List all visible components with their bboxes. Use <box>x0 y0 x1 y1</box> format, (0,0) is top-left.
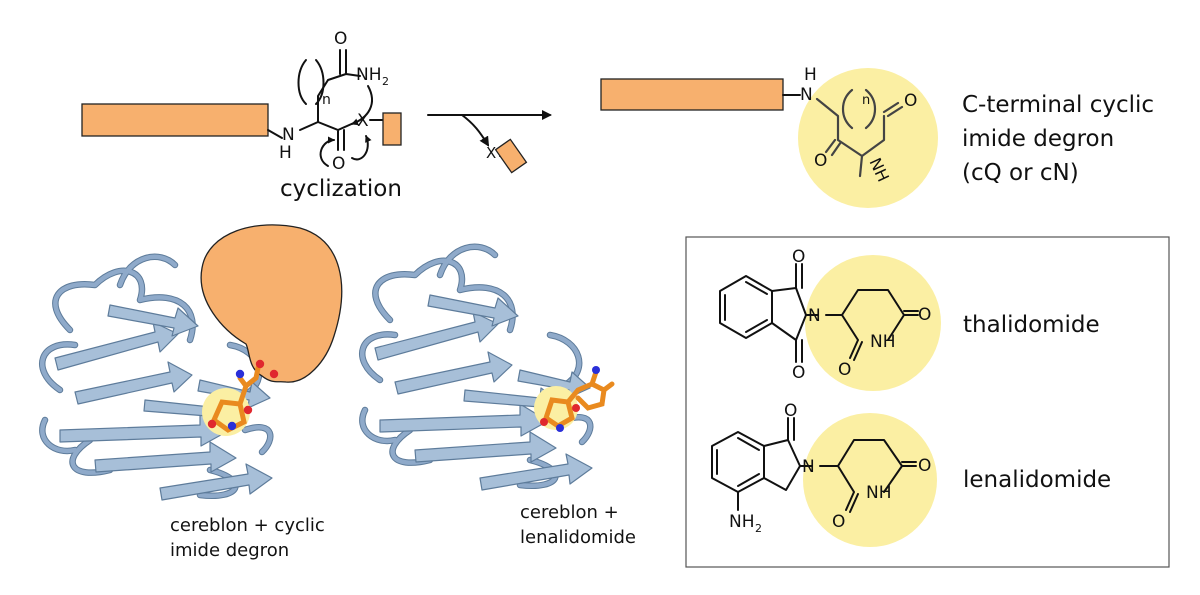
product-n-subscript: n <box>862 93 870 108</box>
product-label-line1: C-terminal cyclic <box>962 92 1154 118</box>
lenalidomide-nh2-subscript: 2 <box>755 522 762 535</box>
thalidomide-structure: O N O O NH O thalidomide <box>719 247 1100 391</box>
released-x-label: X <box>486 144 496 162</box>
lenalidomide-benzene-ring <box>711 431 765 493</box>
cereblon-lenalidomide-structure: cereblon + lenalidomide <box>362 247 636 548</box>
reactant-nh2-subscript: 2 <box>382 75 389 88</box>
cereblon-degron-structure: cereblon + cyclic imide degron <box>42 224 343 561</box>
product-ring-bonds <box>815 97 904 178</box>
reactant-nh-h: H <box>279 143 292 163</box>
reactant-group: O NH 2 n X O N H cyclization <box>81 29 402 202</box>
reactant-nh-n: N <box>282 125 295 145</box>
electron-arrow-amide <box>351 85 373 126</box>
lenalidomide-lactam-ring <box>737 417 813 511</box>
product-halo <box>798 68 938 208</box>
reactant-o-top: O <box>334 29 347 49</box>
left-structure-caption-line2: imide degron <box>170 540 289 561</box>
release-arrow <box>461 114 490 147</box>
product-ring-bracket <box>841 88 854 130</box>
lenalidomide-halo <box>803 413 937 547</box>
thalidomide-o-right: O <box>918 305 931 325</box>
lenalidomide-nh: NH <box>866 483 892 503</box>
thalidomide-halo <box>805 255 941 391</box>
drug-structures-panel: O N O O NH O thalidomide O N NH 2 O NH O… <box>685 236 1170 568</box>
left-structure-caption-line1: cereblon + cyclic <box>170 515 325 536</box>
degron-oxygen-atom <box>207 419 217 429</box>
electron-arrow-carbonyl <box>319 136 335 167</box>
thalidomide-o-left: O <box>838 360 851 380</box>
thalidomide-name: thalidomide <box>963 312 1100 338</box>
drug-panel-border <box>685 236 1170 568</box>
product-o-left: O <box>814 151 827 171</box>
thalidomide-o-bottom: O <box>792 363 805 383</box>
peptide-bar-reactant <box>81 103 269 137</box>
reactant-nh2: NH <box>356 65 382 85</box>
product-group: N H n O O NH C-terminal cyclic imide deg… <box>600 65 1154 208</box>
right-structure-caption-line1: cereblon + <box>520 502 619 523</box>
lenalidomide-name: lenalidomide <box>963 467 1111 493</box>
electron-arrow-leaving <box>351 135 372 161</box>
degron-oxygen-atom <box>255 359 265 369</box>
lenalidomide-nitrogen-atom <box>556 424 564 432</box>
lenalidomide-oxygen-atom <box>540 418 548 426</box>
lenalidomide-o-left: O <box>832 512 845 532</box>
degron-ligand-sticks <box>210 365 261 433</box>
product-label-line2: imide degron <box>962 126 1114 152</box>
lenalidomide-nh2: NH <box>729 512 755 532</box>
lenalidomide-glutarimide-ring <box>819 439 917 513</box>
lenalidomide-nitrogen-atom <box>592 366 600 374</box>
degron-nitrogen-atom <box>235 369 245 379</box>
cyclization-caption: cyclization <box>280 176 402 202</box>
lenalidomide-ligand-sticks <box>543 369 615 429</box>
thalidomide-imide-ring <box>771 263 819 363</box>
thalidomide-glutarimide-ring <box>825 289 919 361</box>
peptide-bar-product <box>600 78 784 111</box>
lenalidomide-o-right: O <box>918 456 931 476</box>
reactant-chain-bracket <box>297 59 307 105</box>
degron-peptide-blob <box>200 224 343 383</box>
degron-oxygen-atom <box>243 405 253 415</box>
product-o-right: O <box>904 91 917 111</box>
reaction-arrow-group: X <box>427 110 552 174</box>
product-label-line3: (cQ or cN) <box>962 160 1079 186</box>
thalidomide-nh: NH <box>870 332 896 352</box>
released-fragment-box <box>494 138 528 174</box>
lenalidomide-o-top: O <box>784 401 797 421</box>
reactant-o-bottom: O <box>332 154 345 174</box>
cereblon-ribbon-right <box>362 247 592 490</box>
thalidomide-benzene-ring <box>719 275 773 339</box>
leaving-fragment-box <box>382 112 402 146</box>
reactant-n-label: n <box>322 92 331 108</box>
product-n-label: N <box>800 85 813 105</box>
product-h-label: H <box>804 65 817 85</box>
degron-oxygen-atom <box>269 369 279 379</box>
right-structure-caption-line2: lenalidomide <box>520 527 636 548</box>
thalidomide-n: N <box>808 306 821 326</box>
lenalidomide-oxygen-atom <box>572 404 580 412</box>
thalidomide-o-top: O <box>792 247 805 267</box>
degron-nitrogen-atom <box>227 421 237 431</box>
lenalidomide-structure: O N NH 2 O NH O lenalidomide <box>711 401 1111 547</box>
lenalidomide-n: N <box>802 457 815 477</box>
